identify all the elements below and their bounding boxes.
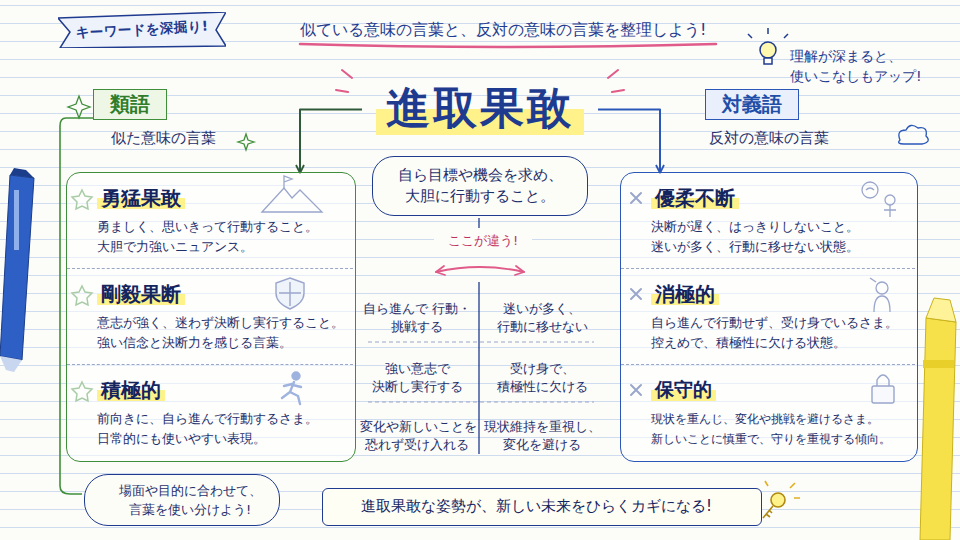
entry-body: 現状を重んじ、変化や挑戦を避けるさま。 新しいことに慎重で、守りを重視する傾向。 [651, 409, 907, 449]
key-icon [771, 493, 785, 507]
connector-arrow [300, 110, 362, 172]
table-cell: 受け身で、 積極性に欠ける [484, 360, 600, 396]
table-cell: 現状維持を重視し、 変化を避ける [484, 418, 600, 454]
cloud-doodle [899, 125, 929, 144]
yellow-highlighter [920, 298, 956, 540]
entry-body: 勇ましく、思いきって行動すること。 大胆で力強いニュアンス。 [97, 217, 345, 257]
table-cell: 自ら進んで 行動・挑戦する [360, 300, 474, 336]
yellow-highlighter [926, 298, 956, 322]
entry-word: 優柔不断 [651, 184, 739, 212]
antonym-panel: 対義語反対の意味の言葉優柔不断決断が遅く、はっきりしないこと。 迷いが多く、行動… [620, 172, 918, 462]
word-entry: 優柔不断決断が遅く、はっきりしないこと。 迷いが多く、行動に移せない状態。 [621, 173, 915, 269]
lightbulb-icon [760, 42, 776, 58]
blue-pen [14, 190, 19, 250]
tip-bubble: 場面や目的に合わせて、 言葉を使い分けよう! [84, 474, 280, 526]
pink-underline [300, 44, 716, 47]
ribbon-banner: キーワードを深掘り! [58, 12, 226, 54]
title-box: 進取果敢 [362, 76, 598, 146]
definition-box: 自ら目標や機会を求め、 大胆に行動すること。 [372, 156, 588, 216]
entry-word: 勇猛果敢 [97, 184, 185, 212]
table-cell: 迷いが多く、 行動に移せない [484, 300, 600, 336]
lightbulb-icon [748, 28, 788, 64]
entry-body: 意志が強く、迷わず決断し実行すること。 強い信念と決断力を感じる言葉。 [97, 313, 345, 353]
entry-word: 積極的 [97, 376, 165, 404]
entry-word: 消極的 [651, 280, 719, 308]
blue-pen [10, 168, 34, 178]
word-entry: 保守的現状を重んじ、変化や挑戦を避けるさま。 新しいことに慎重で、守りを重視する… [621, 365, 915, 459]
center-divider [478, 218, 479, 228]
key-icon [763, 506, 773, 518]
synonym-panel: 類語似た意味の言葉勇猛果敢勇ましく、思いきって行動すること。 大胆で力強いニュア… [66, 172, 356, 462]
sparkle-doodles [68, 96, 90, 118]
lightbulb-icon [748, 28, 788, 38]
row-separators [368, 342, 594, 343]
entry-word: 保守的 [651, 376, 716, 404]
yellow-highlighter [920, 318, 956, 540]
center-divider [478, 218, 479, 454]
center-divider [478, 282, 479, 454]
sparkle-doodles [238, 134, 254, 150]
cloud-doodle [899, 125, 929, 144]
word-entry: 消極的自ら進んで行動せず、受け身でいるさま。 控えめで、積極性に欠ける状態。 [621, 269, 915, 365]
entry-body: 決断が遅く、はっきりしないこと。 迷いが多く、行動に移せない状態。 [651, 217, 907, 257]
pink-underline [300, 44, 716, 47]
table-cell: 強い意志で 決断し実行する [360, 360, 474, 396]
word-entry: 勇猛果敢勇ましく、思いきって行動すること。 大胆で力強いニュアンス。 [67, 173, 353, 269]
difference-label: ここが違う! [434, 232, 532, 250]
difference-arrow [436, 266, 524, 275]
entry-body: 前向きに、自ら進んで行動するさま。 日常的にも使いやすい表現。 [97, 409, 345, 449]
entry-word: 剛毅果断 [97, 280, 185, 308]
word-entry: 積極的前向きに、自ら進んで行動するさま。 日常的にも使いやすい表現。 [67, 365, 353, 459]
panel-subtitle: 反対の意味の言葉 [709, 129, 829, 148]
side-note: 理解が深まると、 使いこなしもアップ! [790, 46, 940, 86]
conclusion-text: 進取果敢な姿勢が、新しい未来をひらくカギになる! [361, 489, 751, 524]
blue-pen [0, 168, 34, 372]
row-separators [368, 402, 594, 403]
yellow-highlighter [923, 360, 954, 368]
heading-note: 似ている意味の言葉と、反対の意味の言葉を整理しよう! [300, 20, 720, 41]
lightbulb-icon [764, 58, 772, 64]
title-text: 進取果敢 [376, 76, 584, 140]
key-icon [765, 481, 800, 498]
connector-arrow [598, 110, 660, 172]
panel-tab: 対義語 [705, 89, 799, 120]
key-icon [763, 481, 800, 518]
difference-arrow [436, 267, 524, 272]
conclusion-box: 進取果敢な姿勢が、新しい未来をひらくカギになる! [322, 488, 762, 526]
blue-pen [0, 175, 34, 360]
blue-pen [0, 356, 22, 372]
difference-arrow [436, 266, 524, 275]
tip-text: 場面や目的に合わせて、 言葉を使い分けよう! [111, 481, 269, 519]
panel-subtitle: 似た意味の言葉 [111, 129, 216, 148]
entry-body: 自ら進んで行動せず、受け身でいるさま。 控えめで、積極性に欠ける状態。 [651, 313, 907, 353]
definition-text: 自ら目標や機会を求め、 大胆に行動すること。 [383, 165, 577, 207]
table-cell: 変化や新しいことを 恐れず受け入れる [360, 418, 474, 454]
word-entry: 剛毅果断意志が強く、迷わず決断し実行すること。 強い信念と決断力を感じる言葉。 [67, 269, 353, 365]
panel-tab: 類語 [93, 89, 167, 120]
